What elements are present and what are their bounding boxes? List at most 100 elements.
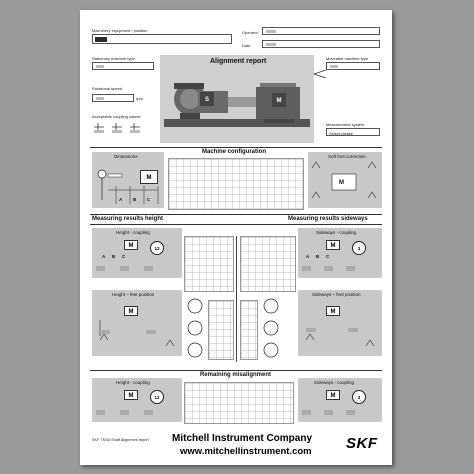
hc-motor: M <box>124 240 138 250</box>
measurement-system-label: Measurement system <box>326 122 365 127</box>
alignment-picture: Alignment report S M <box>160 55 314 143</box>
height-feet-grid[interactable] <box>208 300 234 360</box>
speed-fill <box>96 97 104 100</box>
form-id: SKF TKSA Shaft Alignment report <box>92 438 149 442</box>
rh-cell <box>144 410 153 415</box>
sideways-coupling-grid[interactable] <box>240 236 296 292</box>
divider-measuring <box>90 214 382 215</box>
rs-clock: 3 <box>352 390 366 404</box>
divider-config <box>90 147 382 148</box>
sideways-feet-circles <box>263 298 279 358</box>
report-title: Alignment report <box>210 58 267 65</box>
select-value: Select please <box>329 130 354 136</box>
center-divider <box>236 236 237 362</box>
sideways-title: Measuring results sideways <box>288 216 368 222</box>
sc-a: A <box>306 254 310 259</box>
sc-cell <box>346 266 355 271</box>
coupling-values-label: Acceptable coupling values <box>92 114 141 119</box>
rh-motor: M <box>124 390 138 400</box>
dimensions-panel: Dimensions M A B C <box>92 152 164 208</box>
hc-c: C <box>122 254 126 259</box>
dimensions-drawing <box>97 169 159 204</box>
sideways-feet-grid-left[interactable] <box>240 300 258 360</box>
remaining-height-label: Height - coupling <box>116 380 150 385</box>
hc-cell <box>120 266 129 271</box>
rs-cell <box>324 410 333 415</box>
machinery-label: Machinery equipment / position <box>92 28 148 33</box>
height-feet-label: Height – feet position <box>112 292 155 297</box>
machinery-swatch <box>95 37 107 42</box>
height-title: Measuring results height <box>92 216 164 222</box>
pump-label: S <box>200 92 214 106</box>
sc-cell <box>302 266 311 271</box>
height-coupling-label: Height - coupling <box>116 230 150 235</box>
hc-cell <box>144 266 153 271</box>
config-motor: M <box>140 170 158 184</box>
stationary-label: Stationary machine type <box>92 56 135 61</box>
rpm-unit: rpm <box>136 96 143 101</box>
divider-measuring-2 <box>90 224 382 225</box>
height-coupling-grid[interactable] <box>184 236 234 292</box>
height-feet-circles <box>187 298 203 358</box>
company-website[interactable]: www.mitchellinstrument.com <box>180 446 312 457</box>
arrows-icon <box>313 69 327 79</box>
softfoot-label: Soft foot correction <box>328 154 366 159</box>
pump-motor-drawing <box>164 83 310 127</box>
remaining-height-panel: Height - coupling M 12 <box>92 378 182 422</box>
remaining-sideways-label: Sideways - coupling <box>314 380 355 385</box>
remaining-sideways-panel: Sideways - coupling M 3 <box>298 378 382 422</box>
sideways-feet-panel: Sideways – feet position M <box>298 290 382 356</box>
speed-label: Rotational speed <box>92 86 123 91</box>
movable-fill <box>330 65 338 68</box>
sf-motor: M <box>326 306 340 316</box>
dim-a: A <box>119 197 123 202</box>
sc-clock: 3 <box>352 241 366 255</box>
divider-remaining <box>90 370 382 371</box>
date-label: Date <box>242 43 251 48</box>
coupling-arrows-icon <box>94 123 140 133</box>
sc-cell <box>324 266 333 271</box>
rh-cell <box>120 410 129 415</box>
operator-field[interactable] <box>262 27 380 35</box>
motor-label: M <box>272 93 286 107</box>
machinery-field[interactable] <box>92 34 232 44</box>
dimensions-label: Dimensions <box>114 154 138 159</box>
date-fill <box>266 43 276 46</box>
skf-logo: SKF <box>346 435 378 452</box>
height-feet-panel: Height – feet position M <box>92 290 182 356</box>
sc-c: C <box>326 254 330 259</box>
stationary-fill <box>96 65 104 68</box>
softfoot-motor: M <box>339 180 344 186</box>
stationary-field[interactable] <box>92 62 154 70</box>
company-name: Mitchell Instrument Company <box>172 433 313 444</box>
measurement-system-select[interactable]: Select please <box>326 128 380 136</box>
rs-cell <box>302 410 311 415</box>
remaining-grid[interactable] <box>184 382 294 424</box>
operator-fill <box>266 30 276 33</box>
machine-config-title: Machine configuration <box>202 149 267 155</box>
rs-cell <box>346 410 355 415</box>
sc-motor: M <box>326 240 340 250</box>
hf-drawing <box>99 320 175 347</box>
sc-b: B <box>316 254 320 259</box>
hc-a: A <box>102 254 106 259</box>
dim-c: C <box>147 197 151 202</box>
sideways-coupling-label: Sideways - coupling <box>316 230 357 235</box>
config-grid[interactable] <box>168 158 304 210</box>
speed-field[interactable] <box>92 94 134 102</box>
movable-label: Moveable machine type <box>326 56 369 61</box>
softfoot-panel: Soft foot correction M <box>308 152 382 208</box>
sideways-coupling-panel: Sideways - coupling M A B C 3 <box>298 228 382 278</box>
height-coupling-panel: Height - coupling M A B C 12 <box>92 228 182 278</box>
sf-drawing <box>305 328 375 347</box>
hc-cell <box>96 266 105 271</box>
dim-b: B <box>133 197 137 202</box>
rh-cell <box>96 410 105 415</box>
operator-label: Operator <box>242 30 258 35</box>
date-field[interactable] <box>262 40 380 48</box>
rs-motor: M <box>326 390 340 400</box>
movable-field[interactable] <box>326 62 380 70</box>
remaining-title: Remaining misalignment <box>200 372 272 378</box>
hf-motor: M <box>124 306 138 316</box>
rh-clock: 12 <box>150 390 164 404</box>
